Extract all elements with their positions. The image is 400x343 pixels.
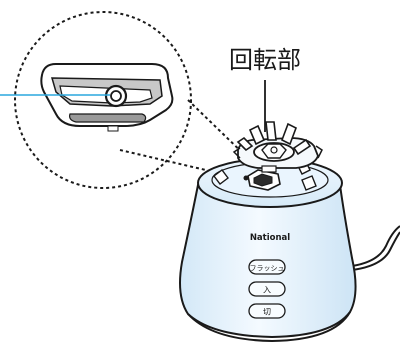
flash-button-label: フラッシュ: [250, 265, 285, 273]
magnified-detail: [0, 12, 191, 188]
coupling-tab: [108, 126, 118, 131]
on-button[interactable]: 入: [249, 282, 285, 296]
on-button-label: 入: [263, 286, 271, 295]
coupling-base-strip: [70, 114, 146, 122]
control-buttons: フラッシュ 入 切: [249, 260, 285, 318]
brand-label: National: [250, 233, 290, 243]
off-button[interactable]: 切: [249, 304, 285, 318]
blade-prong: [266, 122, 276, 140]
callout-label: 回転部: [229, 46, 301, 74]
off-button-label: 切: [263, 308, 271, 317]
blender-base: [180, 159, 400, 341]
rotating-part-center: [111, 91, 121, 101]
flash-button[interactable]: フラッシュ: [249, 260, 285, 274]
rotating-part-assembly: [234, 122, 322, 172]
